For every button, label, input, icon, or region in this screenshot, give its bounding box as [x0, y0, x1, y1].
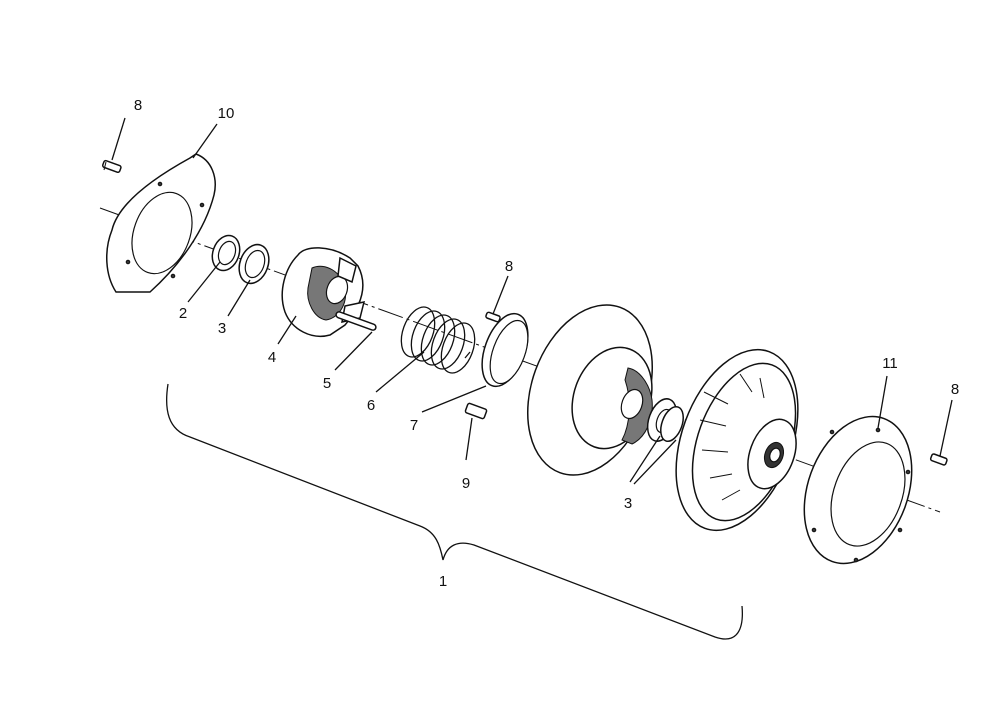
part-9-bolt [464, 402, 488, 420]
callout-8-middle: 8 [505, 258, 513, 275]
callout-6: 6 [367, 397, 375, 414]
moveable-sheave [526, 304, 654, 476]
stationary-sheave [675, 348, 799, 532]
callout-7: 7 [410, 417, 418, 434]
part-8-pin-middle [485, 311, 501, 323]
part-7-ring [481, 312, 529, 388]
part-5-pin [335, 311, 377, 331]
part-11-rear-cover-plate [803, 415, 913, 565]
callout-2: 2 [179, 305, 187, 322]
callout-1: 1 [439, 573, 447, 590]
callout-11: 11 [882, 355, 898, 372]
callout-4: 4 [268, 349, 276, 366]
callout-10: 10 [218, 105, 235, 122]
part-4-helix-cam [281, 247, 366, 337]
part-8-screw-right [929, 453, 948, 466]
part-6-spring [400, 306, 476, 374]
part-8-screw-left [101, 159, 122, 174]
part-3-washer-left [238, 243, 270, 285]
callout-8-left: 8 [134, 97, 142, 114]
part-3-bushings [646, 398, 684, 443]
part-10-cover-plate [106, 153, 216, 293]
leader-lines [111, 117, 953, 485]
callouts: 8 10 2 3 4 5 6 8 7 9 3 11 8 1 [134, 97, 959, 590]
callout-5: 5 [323, 375, 331, 392]
callout-3-right: 3 [624, 495, 632, 512]
callout-8-right: 8 [951, 381, 959, 398]
part-2-snap-ring [211, 234, 241, 272]
callout-9: 9 [462, 475, 470, 492]
callout-3-left: 3 [218, 320, 226, 337]
assembly-bracket [165, 383, 744, 640]
